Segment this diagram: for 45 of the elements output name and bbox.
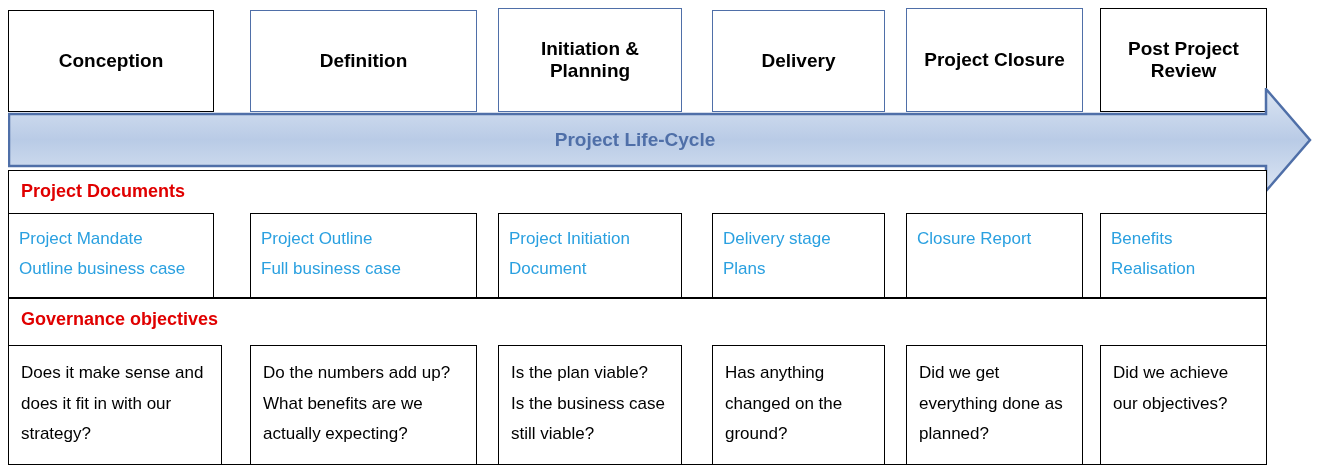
phase-title: Initiation & Planning: [539, 38, 641, 82]
phase-box: [8, 10, 214, 112]
question-box: [8, 345, 222, 465]
phase-title: Conception: [58, 50, 164, 72]
question-text: Did we achieve our objectives?: [1113, 362, 1230, 415]
document-box: [498, 213, 682, 298]
document-name: Project Mandate: [19, 228, 144, 250]
phase-box: [1100, 8, 1267, 112]
question-text: What benefits are we actually expecting?: [263, 392, 424, 446]
document-box: [906, 213, 1083, 298]
question-box: [498, 345, 682, 465]
section-heading: Governance objectives: [21, 309, 219, 330]
question-text: Does it make sense and does it fit in with our strategy?: [21, 362, 205, 446]
phase-box: [498, 8, 682, 112]
question-box: [250, 345, 477, 465]
question-text: Has anything changed on the ground?: [725, 362, 844, 446]
section-panel: [8, 298, 1267, 465]
phase-box: [712, 10, 885, 112]
phase-title: Definition: [319, 50, 408, 72]
question-box: [1100, 345, 1267, 465]
phase-title: Project Closure: [924, 49, 1065, 71]
question-box: [712, 345, 885, 465]
document-box: [8, 213, 214, 298]
document-name: Outline business case: [19, 257, 187, 280]
arrow-label: Project Life-Cycle: [554, 129, 716, 151]
document-name: Project Initiation Document: [509, 228, 631, 280]
document-name: Project Outline: [261, 228, 374, 250]
document-name: Delivery stage Plans: [723, 228, 832, 280]
question-text: Is the business case still viable?: [511, 392, 667, 446]
question-text: Do the numbers add up?: [263, 362, 452, 384]
document-box: [250, 213, 477, 298]
phase-title: Post Project Review: [1127, 38, 1240, 82]
question-text: Did we get everything done as planned?: [919, 362, 1064, 446]
phase-box: [250, 10, 477, 112]
phase-box: [906, 8, 1083, 112]
document-name: Closure Report: [917, 228, 1033, 250]
document-name: Full business case: [261, 257, 402, 280]
document-box: [1100, 213, 1267, 298]
document-box: [712, 213, 885, 298]
section-heading: Project Documents: [21, 181, 186, 202]
phase-title: Delivery: [761, 50, 836, 72]
document-name: Benefits Realisation: [1111, 228, 1197, 280]
section-panel: [8, 170, 1267, 298]
question-text: Is the plan viable?: [511, 362, 650, 384]
question-box: [906, 345, 1083, 465]
